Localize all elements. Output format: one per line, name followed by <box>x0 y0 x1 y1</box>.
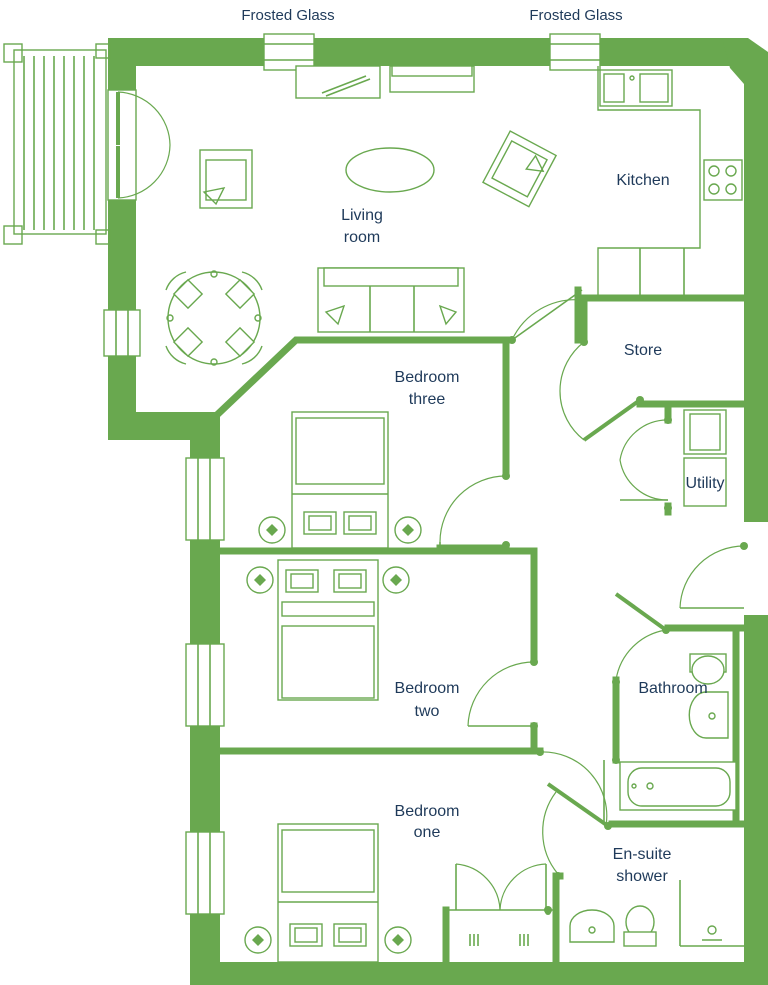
armchair-icon <box>199 149 253 209</box>
bedroom-three-bed-icon <box>258 411 422 549</box>
frosted-glass-label-right: Frosted Glass <box>529 7 622 24</box>
frosted-window-right <box>549 33 601 71</box>
living-furniture <box>165 65 558 366</box>
bathroom-fixtures <box>619 653 737 811</box>
living-room-label: Living <box>341 207 383 224</box>
outer-walls <box>108 38 768 985</box>
utility-label: Utility <box>685 475 724 492</box>
bedroom-two-bed-icon <box>246 559 410 701</box>
bedroom-one-label: Bedroom <box>395 803 460 820</box>
frosted-glass-label-left: Frosted Glass <box>241 7 334 24</box>
windows <box>103 33 601 915</box>
living-side-window <box>103 309 141 357</box>
wardrobe-icon <box>442 863 556 966</box>
kitchen-units <box>597 66 743 296</box>
store-label: Store <box>624 342 662 359</box>
bath-icon <box>619 761 737 811</box>
internal-walls <box>215 294 748 966</box>
bedroom-two-window <box>185 643 225 727</box>
toilet-icon <box>689 653 727 685</box>
frosted-window-left <box>263 33 315 71</box>
bedroom-one-bed-icon <box>244 823 412 963</box>
basin-icon <box>688 691 729 739</box>
bedroom-one-window <box>185 831 225 915</box>
armchair-angled-icon <box>482 130 558 208</box>
internal-doors <box>439 286 748 914</box>
bedroom-three-label: Bedroom <box>395 369 460 386</box>
coffee-table-icon <box>345 147 435 193</box>
dining-table-icon <box>165 270 263 366</box>
labels: Frosted Glass Frosted Glass Living room … <box>241 7 724 885</box>
kitchen-sink-icon <box>599 69 673 107</box>
balcony-doors <box>107 89 171 201</box>
ensuite-toilet-icon <box>623 905 657 947</box>
kitchen-hob-icon <box>703 159 743 201</box>
bedroom-one-label-2: one <box>414 824 441 841</box>
utility-appliances-icon <box>683 409 727 507</box>
ensuite-basin-icon <box>569 909 615 943</box>
bedroom-three-label-2: three <box>409 391 446 408</box>
bedroom-three-window <box>185 457 225 541</box>
kitchen-label: Kitchen <box>616 172 669 189</box>
sofa-icon <box>317 267 465 333</box>
bedroom-two-label: Bedroom <box>395 680 460 697</box>
bedroom-two-label-2: two <box>415 703 440 720</box>
balcony <box>3 43 111 245</box>
shower-icon <box>679 880 744 947</box>
ensuite-fixtures <box>569 880 744 947</box>
bathroom-label: Bathroom <box>638 680 707 697</box>
living-room-label-2: room <box>344 229 380 246</box>
tv-unit-icon <box>295 65 475 99</box>
ensuite-label: En-suite <box>613 846 672 863</box>
ensuite-label-2: shower <box>616 868 668 885</box>
